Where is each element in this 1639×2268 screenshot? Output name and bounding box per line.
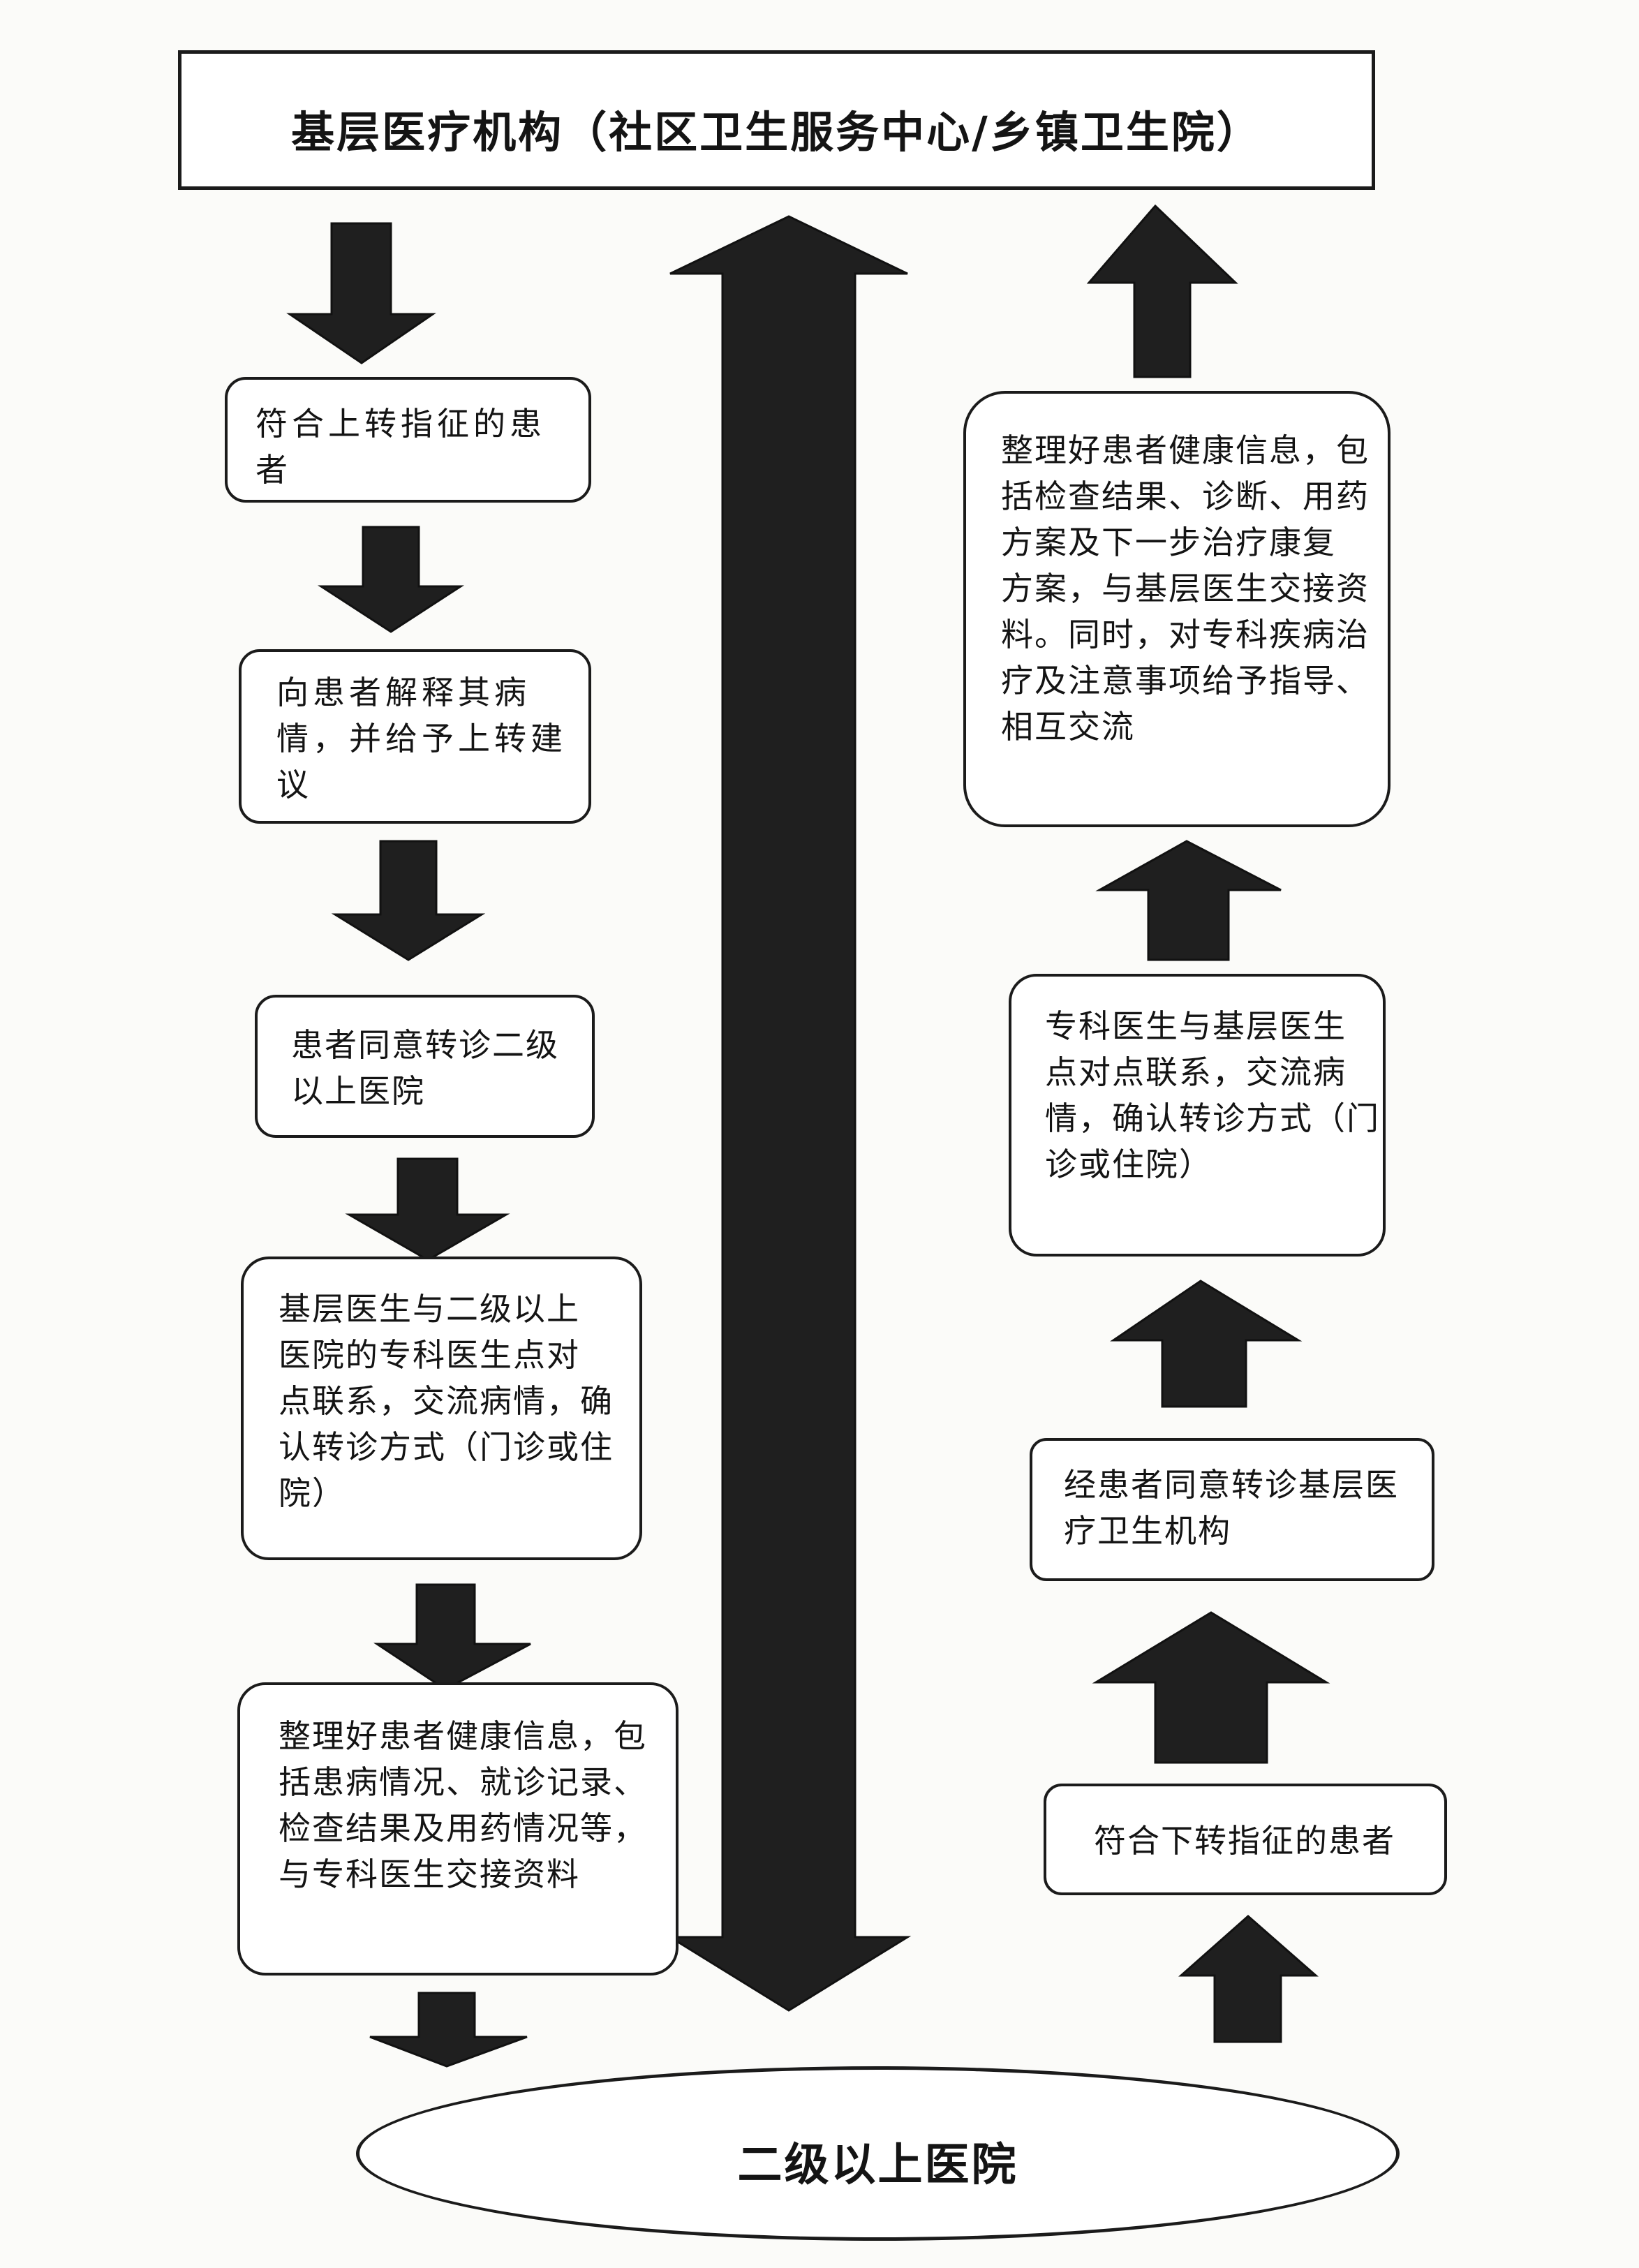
- up-step-1-box: 符合上转指征的患 者: [225, 377, 591, 503]
- up-arrow-icon: [1086, 204, 1238, 378]
- up-step-5-box: 整理好患者健康信息，包 括患病情况、就诊记录、 检查结果及用药情况等， 与专科医…: [237, 1682, 678, 1976]
- up-arrow-icon: [1095, 840, 1282, 961]
- down-arrow-icon: [345, 1157, 510, 1261]
- down-arrow-icon: [369, 1992, 528, 2068]
- up-step-2-text: 向患者解释其病 情，并给予上转建 议: [276, 674, 567, 803]
- down-arrow-icon: [331, 840, 486, 961]
- up-step-5-text: 整理好患者健康信息，包 括患病情况、就诊记录、 检查结果及用药情况等， 与专科医…: [279, 1717, 647, 1893]
- bottom-node-secondary-hospital: 二级以上医院: [356, 2066, 1400, 2241]
- two-way-arrow-icon: [666, 215, 912, 2012]
- top-node-label: 基层医疗机构（社区卫生服务中心/乡镇卫生院）: [291, 107, 1262, 158]
- up-step-3-box: 患者同意转诊二级 以上医院: [255, 995, 595, 1138]
- up-arrow-icon: [1110, 1280, 1303, 1408]
- down-step-2-text: 经患者同意转诊基层医 疗卫生机构: [1064, 1466, 1399, 1550]
- bottom-node-label: 二级以上医院: [737, 2140, 1018, 2191]
- up-step-2-box: 向患者解释其病 情，并给予上转建 议: [239, 649, 591, 824]
- up-arrow-icon: [1178, 1915, 1319, 2043]
- down-step-3-box: 专科医生与基层医生 点对点联系，交流病 情，确认转诊方式（门 诊或住院）: [1009, 974, 1386, 1257]
- up-step-4-box: 基层医生与二级以上 医院的专科医生点对 点联系，交流病情，确 认转诊方式（门诊或…: [241, 1257, 642, 1560]
- up-step-4-text: 基层医生与二级以上 医院的专科医生点对 点联系，交流病情，确 认转诊方式（门诊或…: [279, 1290, 614, 1512]
- top-node-primary-care: 基层医疗机构（社区卫生服务中心/乡镇卫生院）: [178, 50, 1375, 190]
- up-arrow-icon: [1092, 1611, 1330, 1764]
- up-step-1-text: 符合上转指征的患 者: [255, 405, 546, 489]
- down-step-4-text: 整理好患者健康信息，包 括检查结果、诊断、用药 方案及下一步治疗康复 方案，与基…: [1001, 431, 1370, 746]
- down-step-1-text: 符合下转指征的患者: [1094, 1822, 1395, 1860]
- down-step-4-box: 整理好患者健康信息，包 括检查结果、诊断、用药 方案及下一步治疗康复 方案，与基…: [963, 391, 1390, 827]
- down-step-1-box: 符合下转指征的患者: [1044, 1784, 1447, 1895]
- down-arrow-icon: [286, 222, 436, 364]
- up-step-3-text: 患者同意转诊二级 以上医院: [291, 1026, 559, 1110]
- down-arrow-icon: [317, 526, 465, 633]
- down-step-2-box: 经患者同意转诊基层医 疗卫生机构: [1030, 1438, 1434, 1581]
- down-arrow-icon: [373, 1583, 531, 1691]
- down-step-3-text: 专科医生与基层医生 点对点联系，交流病 情，确认转诊方式（门 诊或住院）: [1045, 1007, 1380, 1183]
